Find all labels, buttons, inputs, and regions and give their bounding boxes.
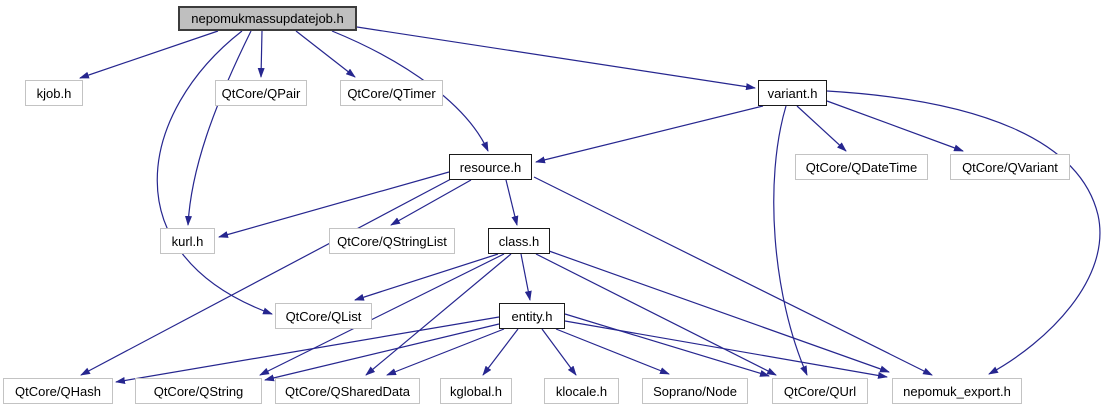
edge-entity-h-to-soprano-node xyxy=(555,328,670,375)
edge-variant-h-to-qtcore-qurl xyxy=(773,105,808,376)
edge-class-h-to-qtcore-qurl xyxy=(535,253,777,376)
node-class-h[interactable]: class.h xyxy=(488,228,550,254)
node-qtcore-qhash: QtCore/QHash xyxy=(3,378,113,404)
edge-resource-h-to-class-h xyxy=(505,179,519,226)
edge-nepomukmassupdatejob-h-to-qtcore-qlist xyxy=(156,30,273,315)
edge-entity-h-to-nepomuk-export-h xyxy=(564,320,888,379)
edge-resource-h-to-kurl-h xyxy=(218,171,450,238)
edge-nepomukmassupdatejob-h-to-qtcore-qtimer xyxy=(295,30,356,78)
node-kjob-h: kjob.h xyxy=(25,80,83,106)
edge-entity-h-to-kglobal-h xyxy=(482,328,519,376)
node-soprano-node: Soprano/Node xyxy=(642,378,748,404)
node-klocale-h: klocale.h xyxy=(544,378,619,404)
node-entity-h[interactable]: entity.h xyxy=(499,303,565,329)
edge-class-h-to-qtcore-qlist xyxy=(354,253,499,301)
edge-variant-h-to-nepomuk-export-h xyxy=(826,90,1101,375)
node-nepomukmassupdatejob-h: nepomukmassupdatejob.h xyxy=(178,6,357,31)
edge-entity-h-to-klocale-h xyxy=(541,328,577,376)
edge-variant-h-to-qtcore-qvariant xyxy=(826,100,964,152)
edge-entity-h-to-qtcore-qhash xyxy=(115,316,500,384)
edge-class-h-to-qtcore-qstring xyxy=(259,253,505,376)
node-resource-h[interactable]: resource.h xyxy=(449,154,532,180)
node-qtcore-qurl: QtCore/QUrl xyxy=(772,378,868,404)
node-qtcore-qpair: QtCore/QPair xyxy=(215,80,307,106)
edge-variant-h-to-resource-h xyxy=(535,105,764,164)
node-kurl-h: kurl.h xyxy=(160,228,215,254)
edge-entity-h-to-qtcore-qshareddata xyxy=(386,328,505,376)
node-variant-h[interactable]: variant.h xyxy=(758,80,827,106)
node-qtcore-qstring: QtCore/QString xyxy=(135,378,262,404)
edge-class-h-to-nepomuk-export-h xyxy=(548,250,890,373)
edge-resource-h-to-qtcore-qhash xyxy=(80,178,452,376)
edge-resource-h-to-nepomuk-export-h xyxy=(533,176,933,376)
edge-nepomukmassupdatejob-h-to-qtcore-qpair xyxy=(257,30,265,78)
node-qtcore-qvariant: QtCore/QVariant xyxy=(950,154,1070,180)
node-qtcore-qshareddata: QtCore/QSharedData xyxy=(275,378,420,404)
edge-variant-h-to-qtcore-qdatetime xyxy=(796,105,847,152)
edge-class-h-to-qtcore-qshareddata xyxy=(365,253,512,376)
node-qtcore-qtimer: QtCore/QTimer xyxy=(340,80,443,106)
edge-resource-h-to-qtcore-qstringlist xyxy=(390,179,472,226)
node-qtcore-qstringlist: QtCore/QStringList xyxy=(329,228,455,254)
edge-nepomukmassupdatejob-h-to-kurl-h xyxy=(184,30,252,226)
node-qtcore-qdatetime: QtCore/QDateTime xyxy=(795,154,928,180)
edge-entity-h-to-qtcore-qurl xyxy=(564,313,770,377)
edge-entity-h-to-qtcore-qstring xyxy=(264,323,500,382)
edge-nepomukmassupdatejob-h-to-variant-h xyxy=(356,26,756,91)
node-qtcore-qlist: QtCore/QList xyxy=(275,303,372,329)
edge-nepomukmassupdatejob-h-to-kjob-h xyxy=(79,30,219,79)
node-kglobal-h: kglobal.h xyxy=(440,378,512,404)
edge-class-h-to-entity-h xyxy=(520,253,532,301)
node-nepomuk-export-h: nepomuk_export.h xyxy=(892,378,1022,404)
